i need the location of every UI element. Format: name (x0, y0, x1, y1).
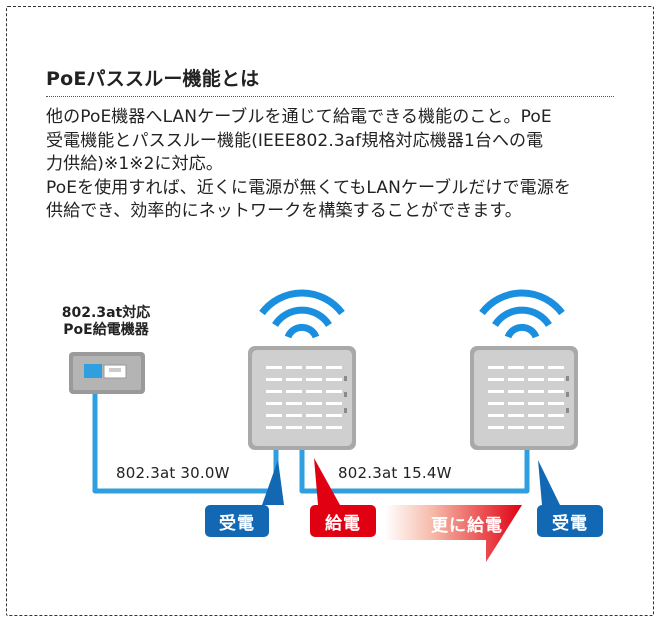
dashed-frame (6, 6, 654, 616)
source-device-label-line-1: 802.3at対応 (61, 305, 151, 321)
link2-power-label: 802.3at 15.4W (338, 464, 452, 482)
poe-injector-icon (69, 352, 145, 394)
description-text: 他のPoE機器へLANケーブルを通じて給電できる機能のこと。PoE 受電機能とパ… (46, 106, 626, 224)
description-line-3: 力供給)※1※2に対応。 (46, 154, 223, 174)
receive-badge-1: 受電 (205, 505, 269, 537)
heading-divider (46, 96, 614, 97)
wifi-icon (259, 289, 345, 339)
receive-callout-1 (262, 460, 284, 505)
description-line-1: 他のPoE機器へLANケーブルを通じて給電できる機能のこと。PoE (46, 107, 552, 127)
supply-callout (314, 458, 340, 505)
description-line-5: 供給でき、効率的にネットワークを構築することができます。 (46, 201, 522, 221)
description-line-2: 受電機能とパススルー機能(IEEE802.3af規格対応機器1台への電 (46, 130, 544, 151)
receive-badge-2: 受電 (537, 505, 603, 537)
source-device-label-line-2: PoE給電機器 (63, 322, 149, 338)
receive-callout-2 (538, 460, 560, 505)
wifi-icon (479, 289, 565, 339)
source-device-label: 802.3at対応 PoE給電機器 (48, 305, 164, 339)
forward-supply-label: 更に給電 (431, 515, 503, 536)
description-line-4: PoEを使用すれば、近くに電源が無くてもLANケーブルだけで電源を (46, 177, 571, 198)
access-point-icon (470, 346, 578, 450)
access-point-icon (248, 346, 356, 450)
forward-supply-arrow (385, 505, 522, 562)
section-heading: PoEパススルー機能とは (46, 68, 260, 90)
supply-badge: 給電 (310, 505, 376, 537)
link1-power-label: 802.3at 30.0W (116, 464, 230, 482)
cable-ap1-to-ap2 (299, 448, 530, 494)
